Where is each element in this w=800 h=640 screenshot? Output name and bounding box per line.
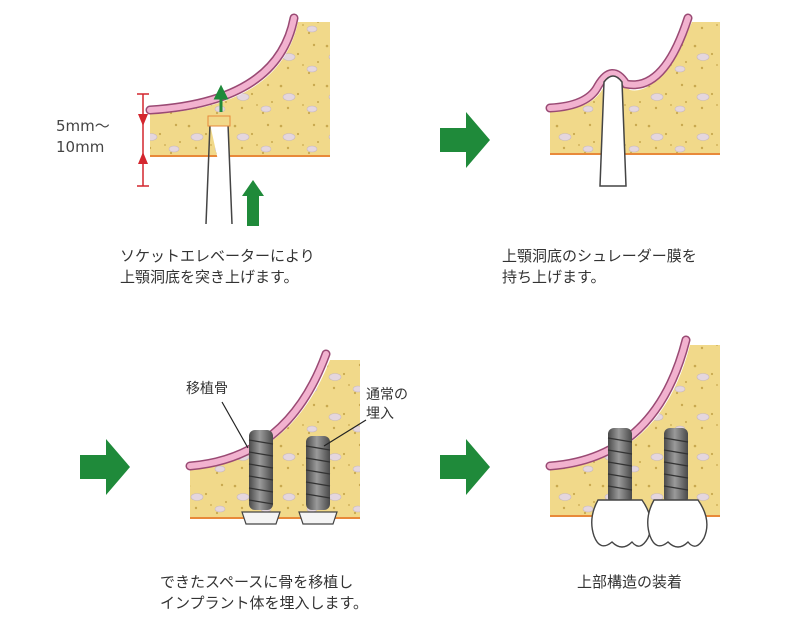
socket-elevator [205, 123, 233, 225]
step4-illustration [545, 335, 720, 548]
step2-caption: 上顎洞底のシュレーダー膜を 持ち上げます。 [502, 247, 697, 286]
next-arrow-2 [80, 439, 130, 495]
normal-placement-label: 通常の 埋入 [366, 387, 408, 422]
next-arrow-1 [440, 112, 490, 168]
normal-pointer [323, 419, 367, 447]
step3-illustration [185, 349, 367, 525]
implant [608, 428, 632, 504]
crown-right [647, 499, 708, 548]
crown-left [591, 499, 652, 548]
implant [664, 428, 688, 504]
abutment [241, 511, 281, 525]
bone-block [150, 22, 330, 156]
next-arrow-3 [440, 439, 490, 495]
step1-illustration [137, 13, 330, 226]
bone-block [550, 22, 720, 154]
graft-bone-label: 移植骨 [186, 381, 228, 397]
implant-normal [306, 436, 330, 510]
measure-bar [137, 93, 149, 187]
step2-illustration [545, 13, 720, 187]
measurement-label: 5mm〜 10mm [56, 117, 110, 156]
green-arrow-up [242, 180, 264, 226]
step1-caption: ソケットエレベーターにより 上顎洞底を突き上げます。 [120, 247, 315, 286]
step4-caption: 上部構造の装着 [577, 573, 683, 591]
step3-caption: できたスペースに骨を移植し インプラント体を埋入します。 [160, 573, 369, 612]
green-arrow-small [213, 84, 229, 112]
implant-graft [249, 430, 273, 510]
abutment [298, 511, 338, 525]
graft-pointer [221, 401, 249, 449]
socket-elevator [599, 75, 627, 187]
